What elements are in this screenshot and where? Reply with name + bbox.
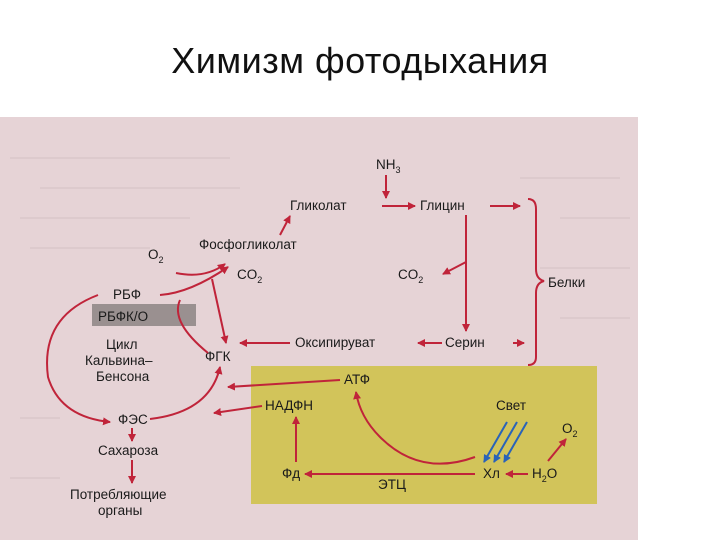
light-ray-2: [493, 421, 518, 463]
o2-label: O2: [148, 247, 164, 265]
fes-label: ФЭС: [118, 412, 148, 427]
arrow-calvin-loop-left: [46, 294, 111, 426]
light-ray-1: [483, 421, 508, 463]
arrow-calvin-loop-right: [149, 366, 223, 420]
arrow-phosphoglycolate-glycolate: [279, 215, 291, 236]
arrow-h2o-o2: [547, 438, 567, 462]
h2o-label: H2O: [532, 466, 557, 484]
arrow-atp-calvin: [227, 379, 341, 391]
arrow-etc-atp: [353, 391, 476, 465]
arrow-nadph-calvin: [213, 405, 263, 416]
consumers-line-2: органы: [98, 503, 142, 518]
rbfk-box: [92, 304, 196, 326]
diagram-canvas: NH3 Гликолат Глицин O2 Фосфогликолат CO2…: [10, 157, 630, 518]
nh3-label: NH3: [376, 157, 401, 175]
arrow-o2-phosphoglycolate: [175, 263, 226, 276]
nadph-label: НАДФН: [265, 398, 313, 413]
fgk-label: ФГК: [205, 349, 231, 364]
calvin-cycle-line-2: Кальвина–: [85, 353, 153, 368]
serine-label: Серин: [445, 335, 485, 350]
chl-label: Хл: [483, 466, 500, 481]
arrow-rbf-phosphoglycolate: [159, 266, 229, 296]
photorespiration-diagram: NH3 Гликолат Глицин O2 Фосфогликолат CO2…: [0, 117, 638, 540]
hydroxypyruvate-label: Оксипируват: [295, 335, 375, 350]
chloroplast-box: [251, 366, 597, 504]
rbfk-label: РБФК/О: [98, 309, 148, 324]
proteins-bracket: [527, 198, 545, 366]
co2-left-label: CO2: [237, 267, 262, 285]
rbf-label: РБФ: [113, 287, 141, 302]
glycolate-label: Гликолат: [290, 198, 347, 213]
glycine-label: Глицин: [420, 198, 465, 213]
o2-out-label: O2: [562, 421, 578, 439]
arrow-co2-release: [442, 261, 467, 275]
arrow-calvin-loop-top: [176, 299, 209, 354]
pathway-arrows: [46, 175, 567, 484]
co2-right-label: CO2: [398, 267, 423, 285]
calvin-cycle-line-3: Бенсона: [96, 369, 150, 384]
fd-label: Фд: [282, 466, 300, 481]
sucrose-label: Сахароза: [98, 443, 159, 458]
etc-label: ЭТЦ: [378, 477, 406, 492]
scan-texture: [10, 157, 630, 479]
arrow-co2-fgk: [211, 278, 229, 344]
light-arrows: [483, 421, 528, 463]
atp-label: АТФ: [344, 372, 370, 387]
proteins-label: Белки: [548, 275, 585, 290]
light-label: Свет: [496, 398, 526, 413]
phosphoglycolate-label: Фосфогликолат: [199, 237, 297, 252]
consumers-line-1: Потребляющие: [70, 487, 167, 502]
page-title: Химизм фотодыхания: [171, 40, 549, 81]
light-ray-3: [503, 421, 528, 463]
calvin-cycle-line-1: Цикл: [106, 337, 137, 352]
